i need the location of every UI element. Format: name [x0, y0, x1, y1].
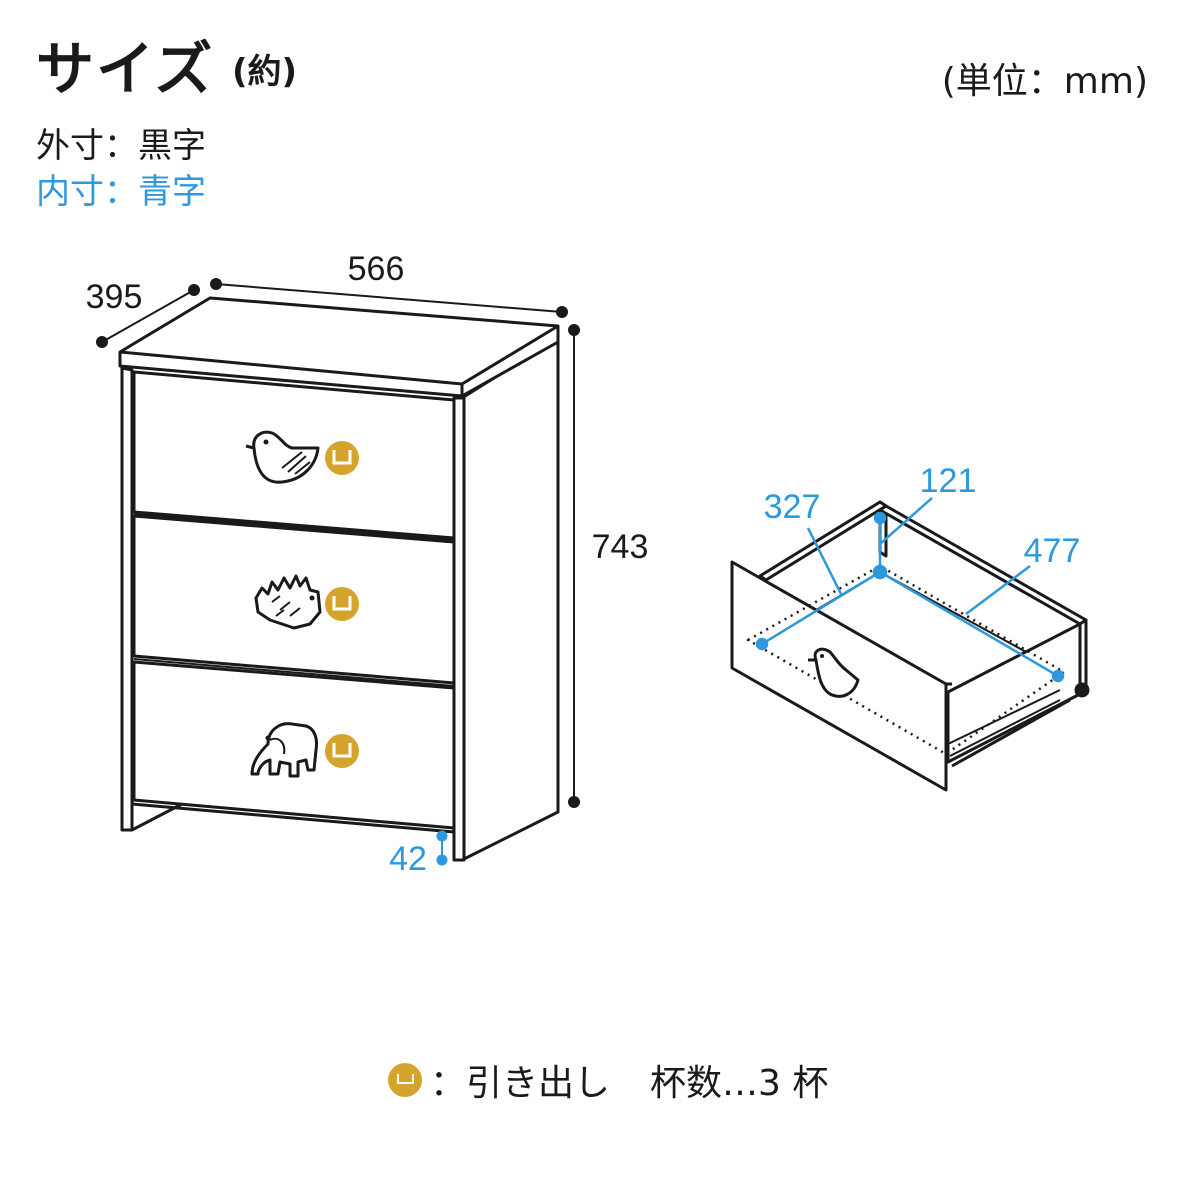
legend-inner: 内寸：青字 — [36, 172, 206, 212]
bird-knob-icon — [245, 430, 320, 484]
depth-label: 395 — [86, 278, 143, 316]
height-label: 743 — [592, 528, 649, 566]
drawer-legend-icon — [388, 1063, 422, 1097]
footer-legend: ：引き出し 杯数…3 杯 — [388, 1052, 828, 1108]
clearance-dimension — [436, 830, 448, 866]
page-title: サイズ — [36, 35, 215, 103]
chest-top — [118, 296, 560, 398]
drawer-width-label: 477 — [1024, 532, 1081, 570]
footer-label: ：引き出し — [430, 1063, 611, 1104]
footer-count: 杯数…3 杯 — [650, 1063, 829, 1104]
chest-drawing — [118, 296, 560, 862]
chest-side-panel — [460, 336, 560, 862]
clearance-label: 42 — [389, 840, 427, 878]
inner-dimension-lines — [755, 497, 1065, 683]
legend-outer: 外寸：黒字 — [36, 126, 206, 166]
width-label: 566 — [348, 250, 405, 288]
drawer-icon — [325, 441, 359, 768]
drawer-height-label: 121 — [920, 462, 977, 500]
outer-dimension-lines — [96, 278, 580, 808]
unit-label: (単位：mm) — [941, 61, 1148, 102]
drawer-bird-knob-icon — [808, 647, 860, 698]
chest-left-panel — [120, 366, 134, 832]
drawer-depth-label: 327 — [764, 488, 821, 526]
elephant-knob-icon — [250, 722, 318, 778]
hedgehog-knob-icon — [254, 574, 322, 630]
title-note: (約) — [232, 52, 298, 92]
